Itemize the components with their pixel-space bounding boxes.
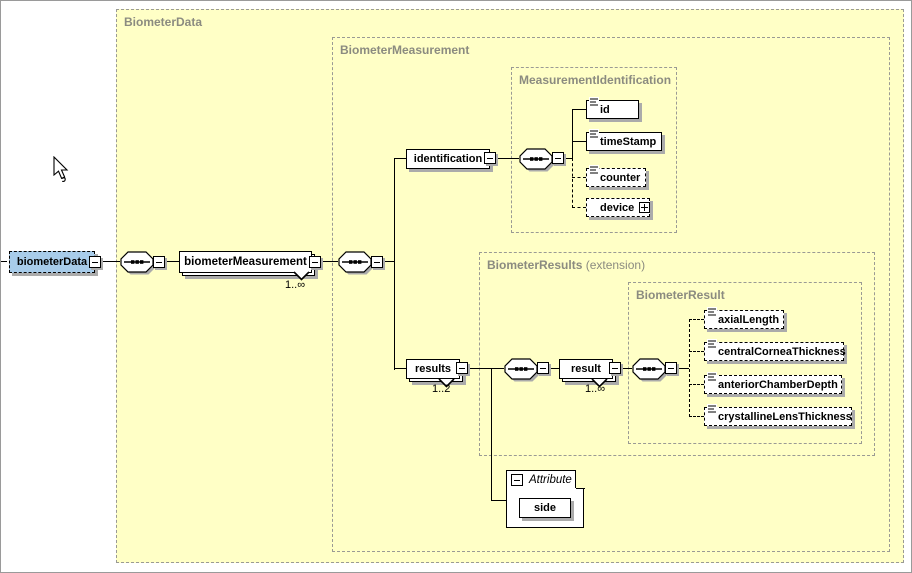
connector-line bbox=[491, 369, 492, 501]
element-biometerdata-label: biometerData bbox=[16, 256, 88, 268]
connector-line bbox=[689, 384, 704, 385]
element-identification-label: identification bbox=[413, 153, 483, 165]
minus-toggle-icon[interactable] bbox=[537, 362, 549, 374]
minus-toggle-icon[interactable] bbox=[665, 362, 677, 374]
mouse-cursor-icon bbox=[53, 156, 69, 182]
text-content-icon bbox=[589, 97, 599, 108]
cardinality-label: 1..∞ bbox=[585, 383, 606, 395]
element-crystallinelensthickness[interactable]: crystallineLensThickness bbox=[704, 404, 852, 426]
text-content-icon bbox=[707, 307, 717, 318]
container-measurementidentification-label: MeasurementIdentification bbox=[519, 73, 672, 87]
element-centralcorneathickness-label: centralCorneaThickness bbox=[718, 345, 846, 358]
repeat-chevron-icon bbox=[591, 378, 608, 388]
minus-toggle-icon[interactable] bbox=[371, 256, 383, 268]
connector-line bbox=[689, 416, 704, 417]
minus-toggle-icon[interactable] bbox=[552, 152, 564, 164]
plus-toggle-icon[interactable] bbox=[639, 202, 651, 213]
element-biometermeasurement[interactable]: biometerMeasurement bbox=[179, 251, 315, 276]
connector-line bbox=[496, 158, 519, 159]
cardinality-label: 1..2 bbox=[432, 383, 451, 395]
connector-line bbox=[549, 368, 559, 369]
attribute-group-label: Attribute bbox=[529, 474, 572, 486]
element-identification[interactable]: identification bbox=[406, 149, 490, 169]
connector-line bbox=[677, 368, 689, 369]
element-counter-label: counter bbox=[600, 171, 641, 184]
text-content-icon bbox=[707, 404, 717, 415]
element-crystallinelensthickness-label: crystallineLensThickness bbox=[718, 410, 852, 423]
element-axiallength-label: axialLength bbox=[718, 313, 780, 326]
connector-line bbox=[689, 351, 704, 352]
text-content-icon bbox=[589, 165, 599, 176]
connector-line bbox=[468, 368, 504, 369]
connector-line bbox=[689, 319, 690, 417]
element-id-label: id bbox=[600, 103, 610, 116]
element-device[interactable]: device bbox=[586, 198, 651, 217]
attribute-side[interactable]: side bbox=[519, 498, 571, 518]
element-axiallength[interactable]: axialLength bbox=[704, 307, 784, 329]
connector-line bbox=[621, 368, 632, 369]
element-anteriorchamberdepth-label: anteriorChamberDepth bbox=[718, 378, 838, 391]
connector-line bbox=[572, 158, 573, 208]
connector-line bbox=[394, 158, 395, 370]
connector-line bbox=[572, 109, 586, 110]
text-content-icon bbox=[589, 129, 599, 140]
element-timestamp-label: timeStamp bbox=[600, 135, 657, 148]
minus-toggle-icon[interactable] bbox=[153, 256, 165, 268]
minus-toggle-icon[interactable] bbox=[89, 256, 101, 268]
minus-toggle-icon[interactable] bbox=[609, 362, 621, 374]
connector-line bbox=[572, 177, 586, 178]
element-biometerdata[interactable]: biometerData bbox=[9, 251, 95, 273]
sequence-icon[interactable] bbox=[338, 251, 377, 278]
text-content-icon bbox=[707, 339, 717, 350]
connector-line bbox=[491, 500, 506, 501]
element-result[interactable]: result bbox=[559, 359, 616, 382]
sequence-icon[interactable] bbox=[504, 358, 543, 385]
text-content-icon bbox=[707, 372, 717, 383]
connector-line bbox=[101, 261, 120, 262]
element-anteriorchamberdepth[interactable]: anteriorChamberDepth bbox=[704, 372, 842, 394]
container-biometerdata-label: BiometerData bbox=[124, 15, 203, 29]
connector-line bbox=[321, 261, 338, 262]
element-centralcorneathickness[interactable]: centralCorneaThickness bbox=[704, 339, 846, 361]
attribute-group-box bbox=[506, 470, 576, 489]
attribute-side-label: side bbox=[533, 502, 556, 514]
container-biometerresult-label: BiometerResult bbox=[636, 288, 725, 302]
connector-line bbox=[395, 158, 406, 159]
attribute-group-box-edge bbox=[576, 488, 585, 489]
sequence-icon[interactable] bbox=[632, 358, 671, 385]
sequence-icon[interactable] bbox=[519, 148, 558, 175]
minus-toggle-icon[interactable] bbox=[511, 474, 523, 486]
connector-line bbox=[572, 109, 573, 159]
connector-line bbox=[572, 207, 586, 208]
minus-toggle-icon[interactable] bbox=[456, 362, 468, 374]
element-device-label: device bbox=[600, 201, 635, 214]
connector-line bbox=[564, 158, 572, 159]
connector-line bbox=[1, 261, 7, 262]
sequence-icon[interactable] bbox=[120, 251, 159, 278]
connector-line bbox=[383, 261, 394, 262]
repeat-chevron-icon bbox=[293, 271, 310, 281]
element-biometermeasurement-label: biometerMeasurement bbox=[184, 256, 307, 268]
cardinality-label: 1..∞ bbox=[285, 279, 306, 291]
container-biometerresults-label: BiometerResults (extension) bbox=[487, 258, 646, 272]
container-biometermeasurement-label: BiometerMeasurement bbox=[340, 43, 470, 57]
connector-line bbox=[572, 141, 586, 142]
repeat-chevron-icon bbox=[438, 378, 455, 388]
minus-toggle-icon[interactable] bbox=[309, 256, 321, 268]
connector-line bbox=[165, 261, 179, 262]
element-result-label: result bbox=[571, 363, 601, 375]
element-id[interactable]: id bbox=[586, 97, 639, 119]
element-results-label: results bbox=[414, 363, 452, 375]
minus-toggle-icon[interactable] bbox=[484, 152, 496, 164]
element-counter[interactable]: counter bbox=[586, 165, 646, 187]
element-results[interactable]: results bbox=[406, 359, 463, 382]
connector-line bbox=[689, 319, 704, 320]
element-timestamp[interactable]: timeStamp bbox=[586, 129, 662, 151]
connector-line bbox=[395, 368, 406, 369]
